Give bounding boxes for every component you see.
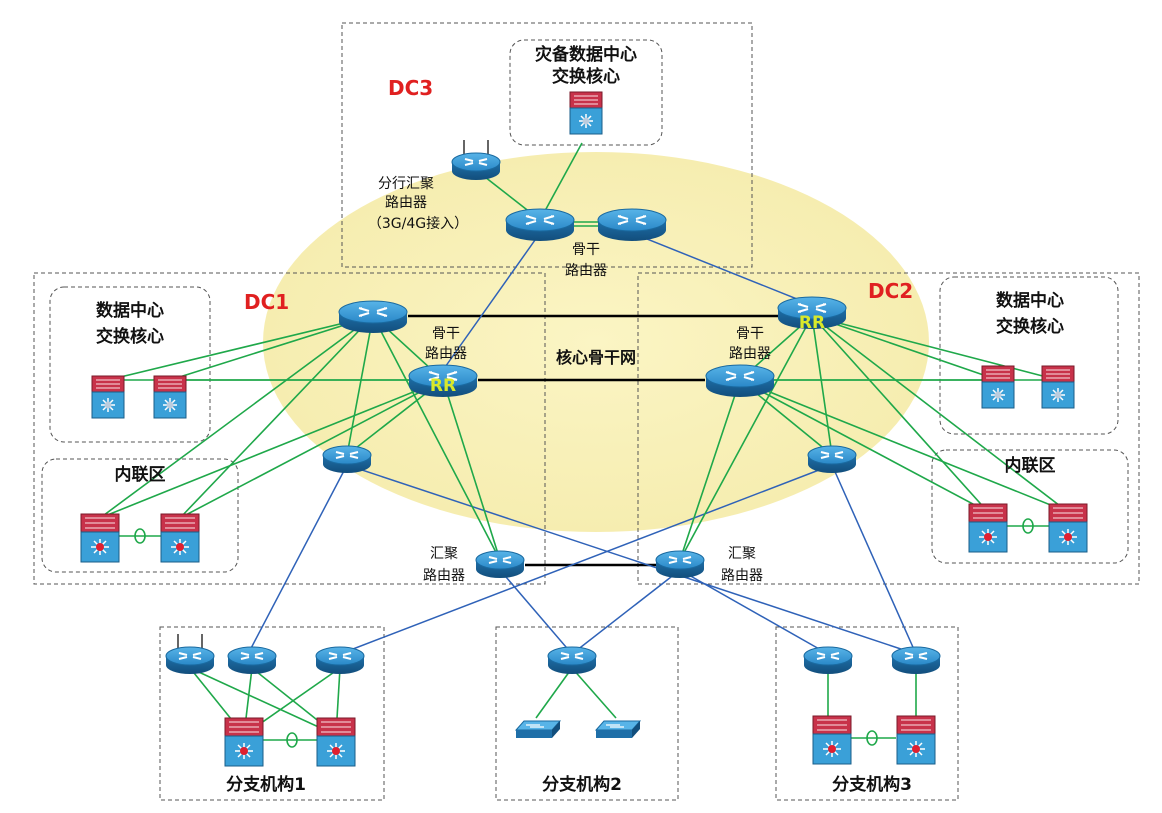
dc1-interconnect-switch-1-icon [80, 513, 120, 563]
dc2-branch-router-icon [807, 445, 857, 474]
dc1-rr-label: RR [430, 376, 456, 396]
branch2-box [495, 626, 679, 801]
dc1-interconnect-label: 内联区 [115, 464, 166, 485]
branch3-switch-1-icon [812, 715, 852, 765]
dc2-rr-label: RR [799, 313, 825, 333]
dc1-region [33, 272, 546, 585]
dc3-backbone-label-line2: 路由器 [565, 263, 607, 279]
branch-agg-label-line1: 分行汇聚 [378, 176, 434, 192]
dc1-core-switch-1-icon [91, 375, 125, 419]
dr-core-title-line2: 交换核心 [552, 66, 620, 87]
link-aggregation-icon [286, 732, 298, 748]
branch2-access-switch-1-icon [515, 720, 561, 739]
branch2-access-switch-2-icon [595, 720, 641, 739]
branch3-switch-2-icon [896, 715, 936, 765]
dc1-agg-router-icon [475, 550, 525, 579]
green-links [99, 142, 1069, 741]
branch1-router-1-icon [227, 646, 277, 675]
link-aggregation-icon [1022, 518, 1034, 534]
dc1-interconnect-switch-2-icon [160, 513, 200, 563]
core-backbone-area [263, 152, 929, 532]
link-aggregation-icon [134, 528, 146, 544]
dc3-backbone-label-line1: 骨干 [572, 242, 600, 258]
dr-core-switch-icon [569, 91, 603, 135]
dc2-interconnect-label: 内联区 [1005, 455, 1056, 476]
branch3-router-2-icon [891, 646, 941, 675]
dc3-label: DC3 [388, 76, 433, 100]
dc1-branch-router-icon [322, 445, 372, 474]
dc1-core-title-line2: 交换核心 [96, 326, 164, 347]
dc1-backbone-label-line1: 骨干 [432, 326, 460, 342]
dc3-dr-core-box [509, 39, 663, 146]
branch1-label: 分支机构1 [226, 774, 306, 795]
dc2-core-title-line1: 数据中心 [996, 290, 1064, 311]
dc2-backbone-router-2-icon [704, 363, 776, 399]
dc2-label: DC2 [868, 279, 913, 303]
dc2-agg-router-icon [655, 550, 705, 579]
branch-agg-wireless-router-icon [452, 140, 500, 180]
branch3-router-1-icon [803, 646, 853, 675]
dc2-interconnect-switch-1-icon [968, 503, 1008, 553]
branch1-switch-2-icon [316, 717, 356, 767]
dc3-backbone-router-right-icon [596, 207, 668, 243]
dc2-agg-label-line2: 路由器 [721, 568, 763, 584]
dc1-agg-label-line2: 路由器 [423, 568, 465, 584]
branch3-label: 分支机构3 [832, 774, 912, 795]
branch2-router-icon [547, 646, 597, 675]
branch2-label: 分支机构2 [542, 774, 622, 795]
dc2-backbone-label-line2: 路由器 [729, 346, 771, 362]
dc2-core-title-line2: 交换核心 [996, 316, 1064, 337]
dc2-backbone-label-line1: 骨干 [736, 326, 764, 342]
branch1-switch-1-icon [224, 717, 264, 767]
blue-links [247, 232, 917, 655]
dc1-agg-label-line1: 汇聚 [430, 546, 458, 562]
dc2-interconnect-box [931, 449, 1129, 564]
branch-agg-label-line2: 路由器 [385, 195, 427, 211]
link-aggregation-icon [866, 730, 878, 746]
branch3-box [775, 626, 959, 801]
dr-core-title-line1: 灾备数据中心 [535, 44, 637, 65]
branch-agg-label-line3: （3G/4G接入） [368, 215, 468, 232]
core-network-label: 核心骨干网 [556, 348, 636, 367]
branch1-router-2-icon [315, 646, 365, 675]
dc3-backbone-router-left-icon [504, 207, 576, 243]
dc1-backbone-label-line2: 路由器 [425, 346, 467, 362]
dc1-interconnect-box [41, 458, 239, 573]
dc1-backbone-router-1-icon [337, 299, 409, 335]
dc1-label: DC1 [244, 290, 289, 314]
dc2-agg-label-line1: 汇聚 [728, 546, 756, 562]
dc2-core-switch-2-icon [1041, 365, 1075, 409]
dc3-region [341, 22, 753, 268]
dc2-core-switch-1-icon [981, 365, 1015, 409]
dc1-core-box [49, 286, 211, 443]
dc1-core-title-line1: 数据中心 [96, 300, 164, 321]
dc2-interconnect-switch-2-icon [1048, 503, 1088, 553]
dc1-core-switch-2-icon [153, 375, 187, 419]
branch1-wireless-router-icon [166, 634, 214, 674]
branch1-box [159, 626, 385, 801]
